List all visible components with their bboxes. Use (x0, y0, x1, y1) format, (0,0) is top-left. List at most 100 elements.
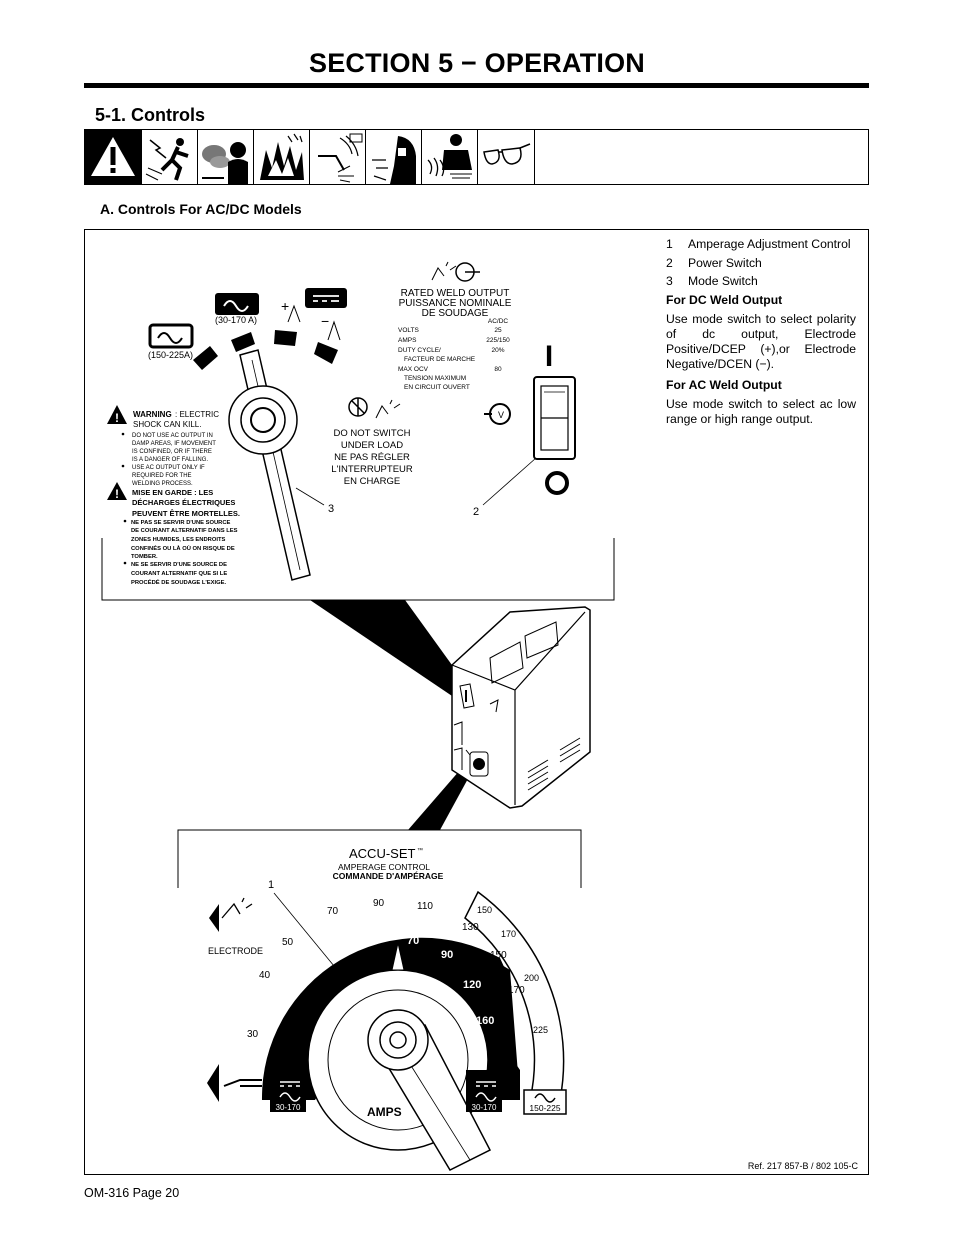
rated-output-title: RATED WELD OUTPUT (401, 288, 510, 299)
rated-output-nameplate: RATED WELD OUTPUT PUISSANCE NOMINALE DE … (398, 261, 512, 391)
ac-output-heading: For AC Weld Output (666, 377, 782, 392)
rating-label: EN CIRCUIT OUVERT (404, 384, 470, 391)
subsubsection-title: A. Controls For AC/DC Models (100, 201, 302, 217)
callout-2: 2 (473, 506, 479, 518)
ac-low-range-label: (30-170 A) (215, 315, 257, 325)
legend-number: 3 (666, 274, 673, 289)
power-switch[interactable] (533, 376, 576, 460)
scale-label: 30 (247, 1029, 259, 1040)
range-label: 30-170 (472, 1103, 497, 1112)
range-label: 150-225 (529, 1103, 560, 1113)
controls-legend: 1 Amperage Adjustment Control 2 Power Swit… (666, 237, 856, 433)
scale-label: 150 (490, 950, 507, 961)
zoom-pointer-upper (310, 600, 470, 700)
accu-set-brand: ACCU-SET (349, 846, 416, 861)
page-footer: OM-316 Page 20 (84, 1186, 180, 1200)
ac-low-range-icon (215, 293, 259, 315)
ac-high-range-icon (148, 323, 194, 349)
warning-title: : ELECTRIC (175, 410, 219, 419)
range-label: 30-170 (276, 1103, 301, 1112)
scale-label: 40 (341, 940, 353, 952)
scale-label: 200 (524, 973, 539, 983)
title-rule (84, 83, 869, 88)
ac-high-range-label: (150-225A) (148, 350, 193, 360)
warning-triangle-icon (85, 130, 142, 184)
rating-label: AMPS (398, 337, 417, 344)
range-badge-left: 30-170 (270, 1070, 306, 1112)
legend-label: Power Switch (688, 255, 762, 270)
ac-dc-label: AC/DC (488, 318, 509, 325)
warning-text: IS CONFINED, OR IF THERE (132, 449, 212, 455)
section-title: SECTION 5 − OPERATION (308, 48, 645, 78)
warning-label: ! WARNING : ELECTRIC SHOCK CAN KILL. DO … (107, 405, 219, 487)
rating-label: MAX OCV (398, 366, 429, 373)
warning-text-fr: COURANT ALTERNATIF QUE SI LE (131, 571, 227, 577)
scale-label: 225 (533, 1025, 548, 1035)
dc-output-heading: For DC Weld Output (666, 292, 783, 307)
callout-1: 1 (268, 879, 274, 891)
no-switch-text: EN CHARGE (344, 476, 400, 487)
electrode-label: ELECTRODE (208, 946, 263, 956)
svg-text:!: ! (115, 487, 119, 501)
zoom-pointer-lower (408, 770, 470, 830)
scale-label: 50 (282, 937, 294, 948)
warning-text-fr: CONFINÉS OU LÀ OÙ ON RISQUE DE (131, 544, 235, 552)
welding-helmet-icon (366, 130, 422, 184)
dc-icon (305, 288, 347, 308)
rated-output-title-fr2: DE SOUDAGE (422, 308, 489, 319)
warning-text: USE AC OUTPUT ONLY IF (132, 465, 205, 471)
rating-value: 80 (494, 366, 502, 373)
legend-number: 1 (666, 237, 673, 251)
dcen-minus-sign: − (321, 313, 329, 329)
arc-rays-icon (310, 130, 366, 184)
subsection-title: 5-1. Controls (95, 105, 206, 125)
rating-label: VOLTS (398, 327, 419, 334)
warning-text: REQUIRED FOR THE (132, 473, 192, 479)
controls-figure-box (84, 229, 869, 1175)
scale-label: 120 (463, 979, 481, 991)
amperage-panel-frame (177, 829, 582, 888)
scale-label: 160 (476, 1015, 494, 1027)
legend-item: 2 Power Switch (666, 256, 856, 271)
scale-label: 30 (300, 973, 312, 985)
mode-position-icons: + − (148, 288, 347, 370)
scale-label: 90 (441, 949, 453, 961)
rating-label: TENSION MAXIMUM (404, 375, 466, 382)
fumes-icon (198, 130, 254, 184)
range-badge-right: 30-170 (466, 1070, 502, 1112)
ac-output-text: Use mode switch to select ac low range o… (666, 396, 856, 426)
scale-label: 50 (372, 931, 384, 943)
amps-label: AMPS (367, 1105, 402, 1119)
electrode-stick-icon (209, 897, 253, 932)
power-on-symbol: I (545, 340, 553, 373)
amperage-adjustment-knob[interactable] (367, 1009, 492, 1171)
warning-title: WARNING (133, 410, 172, 419)
legend-number: 2 (666, 255, 673, 270)
rating-value: 25 (494, 327, 502, 334)
trademark-mark: ™ (417, 847, 423, 854)
rating-label: DUTY CYCLE/ (398, 347, 441, 354)
warning-title-fr: MISE EN GARDE : LES (132, 488, 213, 497)
safety-glasses-icon (478, 130, 535, 184)
scale-label: 90 (373, 898, 385, 909)
inner-scale-labels: 30 40 50 70 90 120 160 (300, 931, 494, 1027)
legend-item: 1 Amperage Adjustment Control (666, 237, 856, 252)
rating-value: 20% (491, 347, 504, 354)
dcep-plus-sign: + (281, 298, 289, 314)
no-switch-text: DO NOT SWITCH (334, 428, 411, 439)
scale-label: 170 (508, 985, 525, 996)
warning-text: WELDING PROCESS. (132, 481, 193, 487)
warning-text: DAMP AREAS, IF MOVEMENT (132, 441, 216, 447)
rating-value: 225/150 (486, 337, 510, 344)
legend-label: Amperage Adjustment Control (688, 237, 851, 251)
warning-title-fr: DÉCHARGES ÉLECTRIQUES (132, 498, 235, 507)
electrode-holder-icon (207, 1064, 262, 1102)
mode-switch[interactable] (228, 349, 311, 581)
warning-text-fr: TOMBER. (131, 554, 158, 560)
amperage-control-label: AMPERAGE CONTROL (338, 862, 430, 872)
svg-text:V: V (498, 410, 504, 420)
warning-title: SHOCK CAN KILL. (133, 420, 201, 429)
warning-text-fr: PROCÉDÉ DE SOUDAGE L'EXIGE. (131, 578, 227, 586)
no-switch-text: NE PAS RÉGLER (334, 452, 410, 463)
warning-text-fr: DE COURANT ALTERNATIF DANS LES (131, 528, 238, 534)
